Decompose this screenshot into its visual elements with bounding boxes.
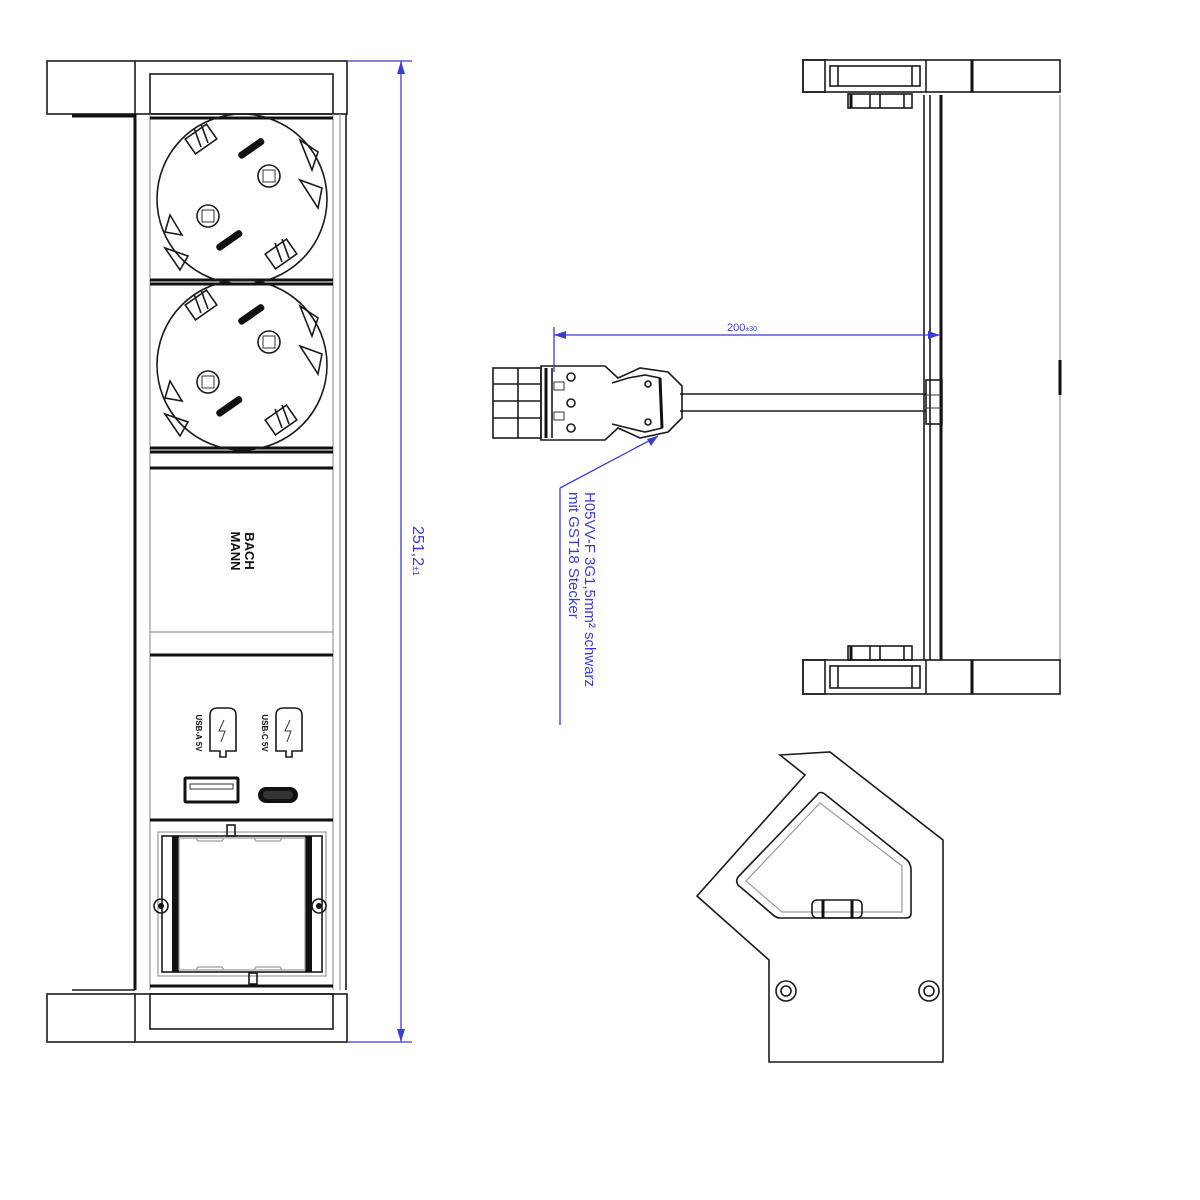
svg-text:251,2±1: 251,2±1 bbox=[409, 526, 426, 576]
power-cable bbox=[680, 393, 926, 412]
logo-line-2: MANN bbox=[228, 532, 243, 571]
empty-insert-frame bbox=[150, 824, 333, 988]
side-bottom-bracket bbox=[802, 645, 1061, 695]
usb-c-port bbox=[258, 787, 298, 803]
cable-annotation: H05VV-F 3G1,5mm² schwarz mit GST18 Steck… bbox=[559, 435, 659, 725]
frame-screw-right-icon bbox=[311, 898, 327, 914]
height-dimension: 251,2±1 bbox=[347, 60, 426, 1043]
height-dimension-tolerance: ±1 bbox=[411, 566, 421, 576]
cable-spec-line-1: H05VV-F 3G1,5mm² schwarz bbox=[581, 492, 598, 687]
end-cap-view bbox=[695, 751, 944, 1063]
gst18-connector bbox=[492, 365, 683, 441]
usb-c-charge-icon: USB-C 5V bbox=[260, 707, 303, 758]
bottom-end-cap bbox=[46, 989, 348, 1043]
schuko-socket-2 bbox=[150, 279, 333, 451]
top-end-cap bbox=[46, 60, 348, 118]
logo-module: BACH MANN bbox=[150, 450, 333, 657]
side-view: 200±30 H05VV-F 3G1,5mm² schwarz mit GST1… bbox=[492, 59, 1062, 725]
height-dimension-value: 251,2 bbox=[409, 526, 426, 566]
housing-body bbox=[133, 114, 347, 990]
svg-text:200±30: 200±30 bbox=[727, 322, 757, 334]
schuko-socket-1 bbox=[150, 113, 333, 285]
side-rail bbox=[923, 95, 1062, 660]
usb-c-label: USB-C 5V bbox=[260, 714, 269, 752]
earth-clip-icon bbox=[184, 123, 298, 270]
side-top-bracket bbox=[802, 59, 1061, 109]
front-view: BACH MANN USB-A 5V USB-C 5V bbox=[46, 60, 426, 1043]
cable-spec-line-2: mit GST18 Stecker bbox=[565, 492, 582, 619]
usb-a-port bbox=[183, 776, 240, 804]
cable-length-value: 200 bbox=[727, 322, 745, 334]
end-cap-screw-left-icon bbox=[775, 980, 797, 1002]
usb-a-charge-icon: USB-A 5V bbox=[194, 707, 237, 758]
frame-screw-left-icon bbox=[153, 898, 169, 914]
cable-length-tolerance: ±30 bbox=[745, 326, 757, 333]
bachmann-logo: BACH MANN bbox=[228, 532, 257, 571]
logo-line-1: BACH bbox=[242, 532, 257, 570]
end-cap-screw-right-icon bbox=[918, 980, 940, 1002]
usb-charger-module: USB-A 5V USB-C 5V bbox=[150, 707, 333, 822]
usb-a-label: USB-A 5V bbox=[194, 714, 203, 752]
earth-clip-icon bbox=[184, 289, 298, 436]
cable-length-dimension: 200±30 bbox=[553, 322, 940, 372]
